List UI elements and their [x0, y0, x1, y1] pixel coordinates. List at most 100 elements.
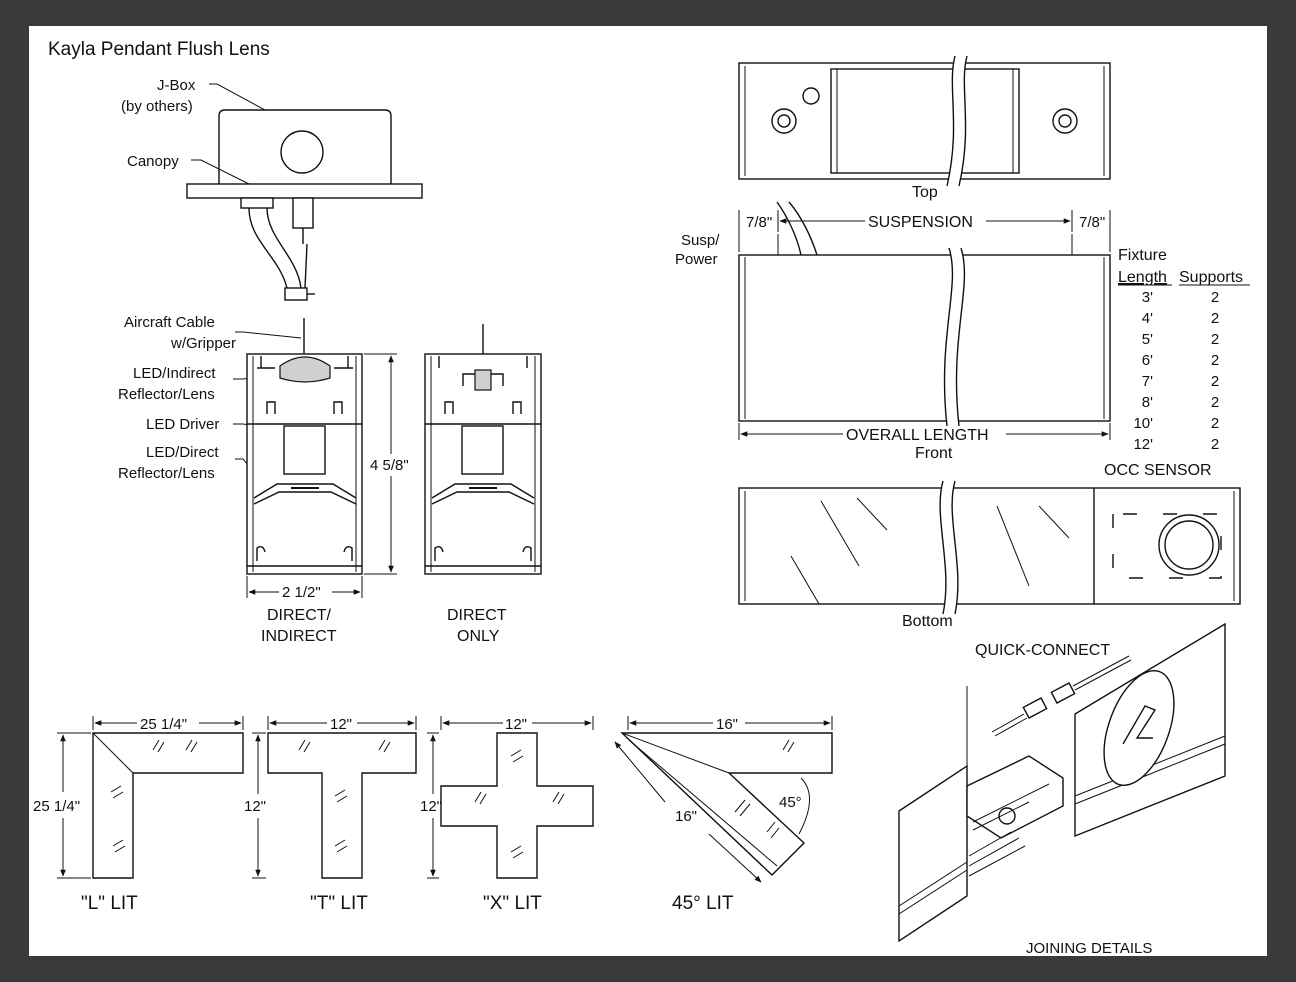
page-title: Kayla Pendant Flush Lens [48, 39, 270, 60]
top-view-label: Top [912, 184, 938, 201]
table-cell-length: 10' [1133, 415, 1153, 432]
table-cell-length: 6' [1142, 352, 1153, 369]
table-cell-length: 4' [1142, 310, 1153, 327]
table-cell-supports: 2 [1211, 310, 1219, 327]
aircraft-cable-upper [304, 243, 308, 289]
caption-direct-only-2: ONLY [457, 628, 500, 645]
table-cell-supports: 2 [1211, 373, 1219, 390]
canopy-label: Canopy [127, 153, 179, 170]
caption-direct-indirect-2: INDIRECT [261, 628, 337, 645]
caption-direct-only-1: DIRECT [447, 607, 507, 624]
joining-fixture-left [898, 764, 968, 943]
occ-sensor [1158, 514, 1220, 576]
table-cell-length: 8' [1142, 394, 1153, 411]
angle-45-dim-top: 16" [716, 716, 738, 733]
front-break-line [943, 247, 954, 427]
table-cell-supports: 2 [1211, 436, 1219, 453]
bottom-view: Bottom [738, 480, 1241, 630]
l-dim-top: 25 1/4" [140, 716, 187, 733]
led-direct-label: LED/Direct [146, 444, 219, 461]
led-direct-reflector-label: Reflector/Lens [118, 465, 215, 482]
profile-direct-only: DIRECT ONLY [424, 324, 542, 645]
power-cord-left [248, 207, 288, 289]
top-sensor-hole [802, 87, 820, 105]
cable-gripper [474, 369, 492, 391]
power-cord-front [776, 201, 802, 256]
top-view: Top [738, 55, 1111, 201]
l-shape [92, 732, 244, 879]
t-dim-top: 12" [330, 716, 352, 733]
aircraft-cable-label: Aircraft Cable [124, 314, 215, 331]
overall-length-dimension: OVERALL LENGTH [846, 427, 989, 444]
angle-45-dim-side: 16" [675, 808, 697, 825]
bottom-break-line [939, 480, 947, 615]
led-indirect-reflector-label: Reflector/Lens [118, 386, 215, 403]
t-caption: "T" LIT [310, 893, 368, 914]
supports-table: Fixture Length Supports 3' 2 4' 2 5' 2 6' 2 7' 2 8… [1104, 247, 1250, 479]
canopy-plate [186, 183, 423, 199]
jbox [218, 109, 392, 186]
power-cord-right [266, 207, 302, 289]
front-view-housing [738, 254, 1111, 422]
joining-details-label: JOINING DETAILS [1026, 940, 1152, 956]
power-gland [240, 197, 274, 209]
top-canopy-left [771, 108, 797, 134]
table-header-fixture: Fixture [1118, 247, 1167, 264]
table-cell-supports: 2 [1211, 331, 1219, 348]
t-config: 12" 12" "T" LIT [244, 716, 417, 914]
profile-direct-indirect: 4 5/8" 2 1/2" DIRECT/ INDIRECT [246, 318, 409, 645]
jbox-knockout [280, 130, 324, 174]
top-canopy-right [1052, 108, 1078, 134]
x-dim-side: 12" [420, 798, 442, 815]
susp-power-label-1: Susp/ [681, 232, 720, 249]
table-header-supports: Supports [1179, 269, 1243, 286]
x-dim-top: 12" [505, 716, 527, 733]
x-caption: "X" LIT [483, 893, 542, 914]
dim-7-8-right: 7/8" [1079, 214, 1105, 231]
occ-sensor-label: OCC SENSOR [1104, 462, 1212, 479]
l-config: 25 1/4" 25 1/4" "L" LIT [33, 716, 244, 914]
table-cell-length: 5' [1142, 331, 1153, 348]
l-dim-side: 25 1/4" [33, 798, 80, 815]
dim-7-8-left: 7/8" [746, 214, 772, 231]
table-cell-supports: 2 [1211, 415, 1219, 432]
width-dimension: 2 1/2" [282, 584, 321, 601]
quick-connect-label: QUICK-CONNECT [975, 642, 1110, 659]
front-view: 7/8" 7/8" SUSPENSION Susp/ Power OVERALL… [675, 201, 1111, 462]
indirect-lens [279, 356, 331, 383]
t-dim-side: 12" [244, 798, 266, 815]
susp-power-label-2: Power [675, 251, 718, 268]
angle-45-degree: 45° [779, 794, 802, 811]
jbox-label: J-Box [157, 77, 196, 94]
angle-45-config: 16" 16" 45° 45° LIT [614, 716, 833, 914]
table-cell-supports: 2 [1211, 289, 1219, 306]
caption-direct-indirect-1: DIRECT/ [267, 607, 332, 624]
x-config: 12" 12" "X" LIT [420, 716, 594, 914]
quick-connect-connector [991, 655, 1132, 737]
led-driver-label: LED Driver [146, 416, 219, 433]
occ-sensor-outline [1112, 513, 1222, 579]
table-cell-supports: 2 [1211, 352, 1219, 369]
bottom-view-housing [738, 487, 1241, 605]
drawing-canvas: Kayla Pendant Flush Lens J-Box (by other… [33, 39, 1250, 956]
led-driver [283, 425, 326, 475]
canopy-assembly [186, 109, 423, 301]
cord-strain-relief [284, 287, 308, 301]
table-rows: 3'24'25'26'27'28'210'212'2 [1133, 289, 1219, 453]
t-shape [267, 732, 417, 879]
height-dimension: 4 5/8" [370, 457, 409, 474]
angle-45-caption: 45° LIT [672, 893, 734, 914]
x-shape [440, 732, 594, 879]
lens-glare-marks [820, 497, 1070, 587]
table-cell-length: 3' [1142, 289, 1153, 306]
cable-gripper-fitting [292, 197, 314, 229]
table-cell-length: 7' [1142, 373, 1153, 390]
table-cell-length: 12' [1133, 436, 1153, 453]
joining-bracket [966, 755, 1064, 839]
gripper-label: w/Gripper [170, 335, 236, 352]
table-header-length: Length [1118, 269, 1167, 286]
jbox-by-others-label: (by others) [121, 98, 193, 115]
led-indirect-label: LED/Indirect [133, 365, 216, 382]
direct-reflector [253, 483, 357, 499]
top-break-line [946, 55, 956, 187]
